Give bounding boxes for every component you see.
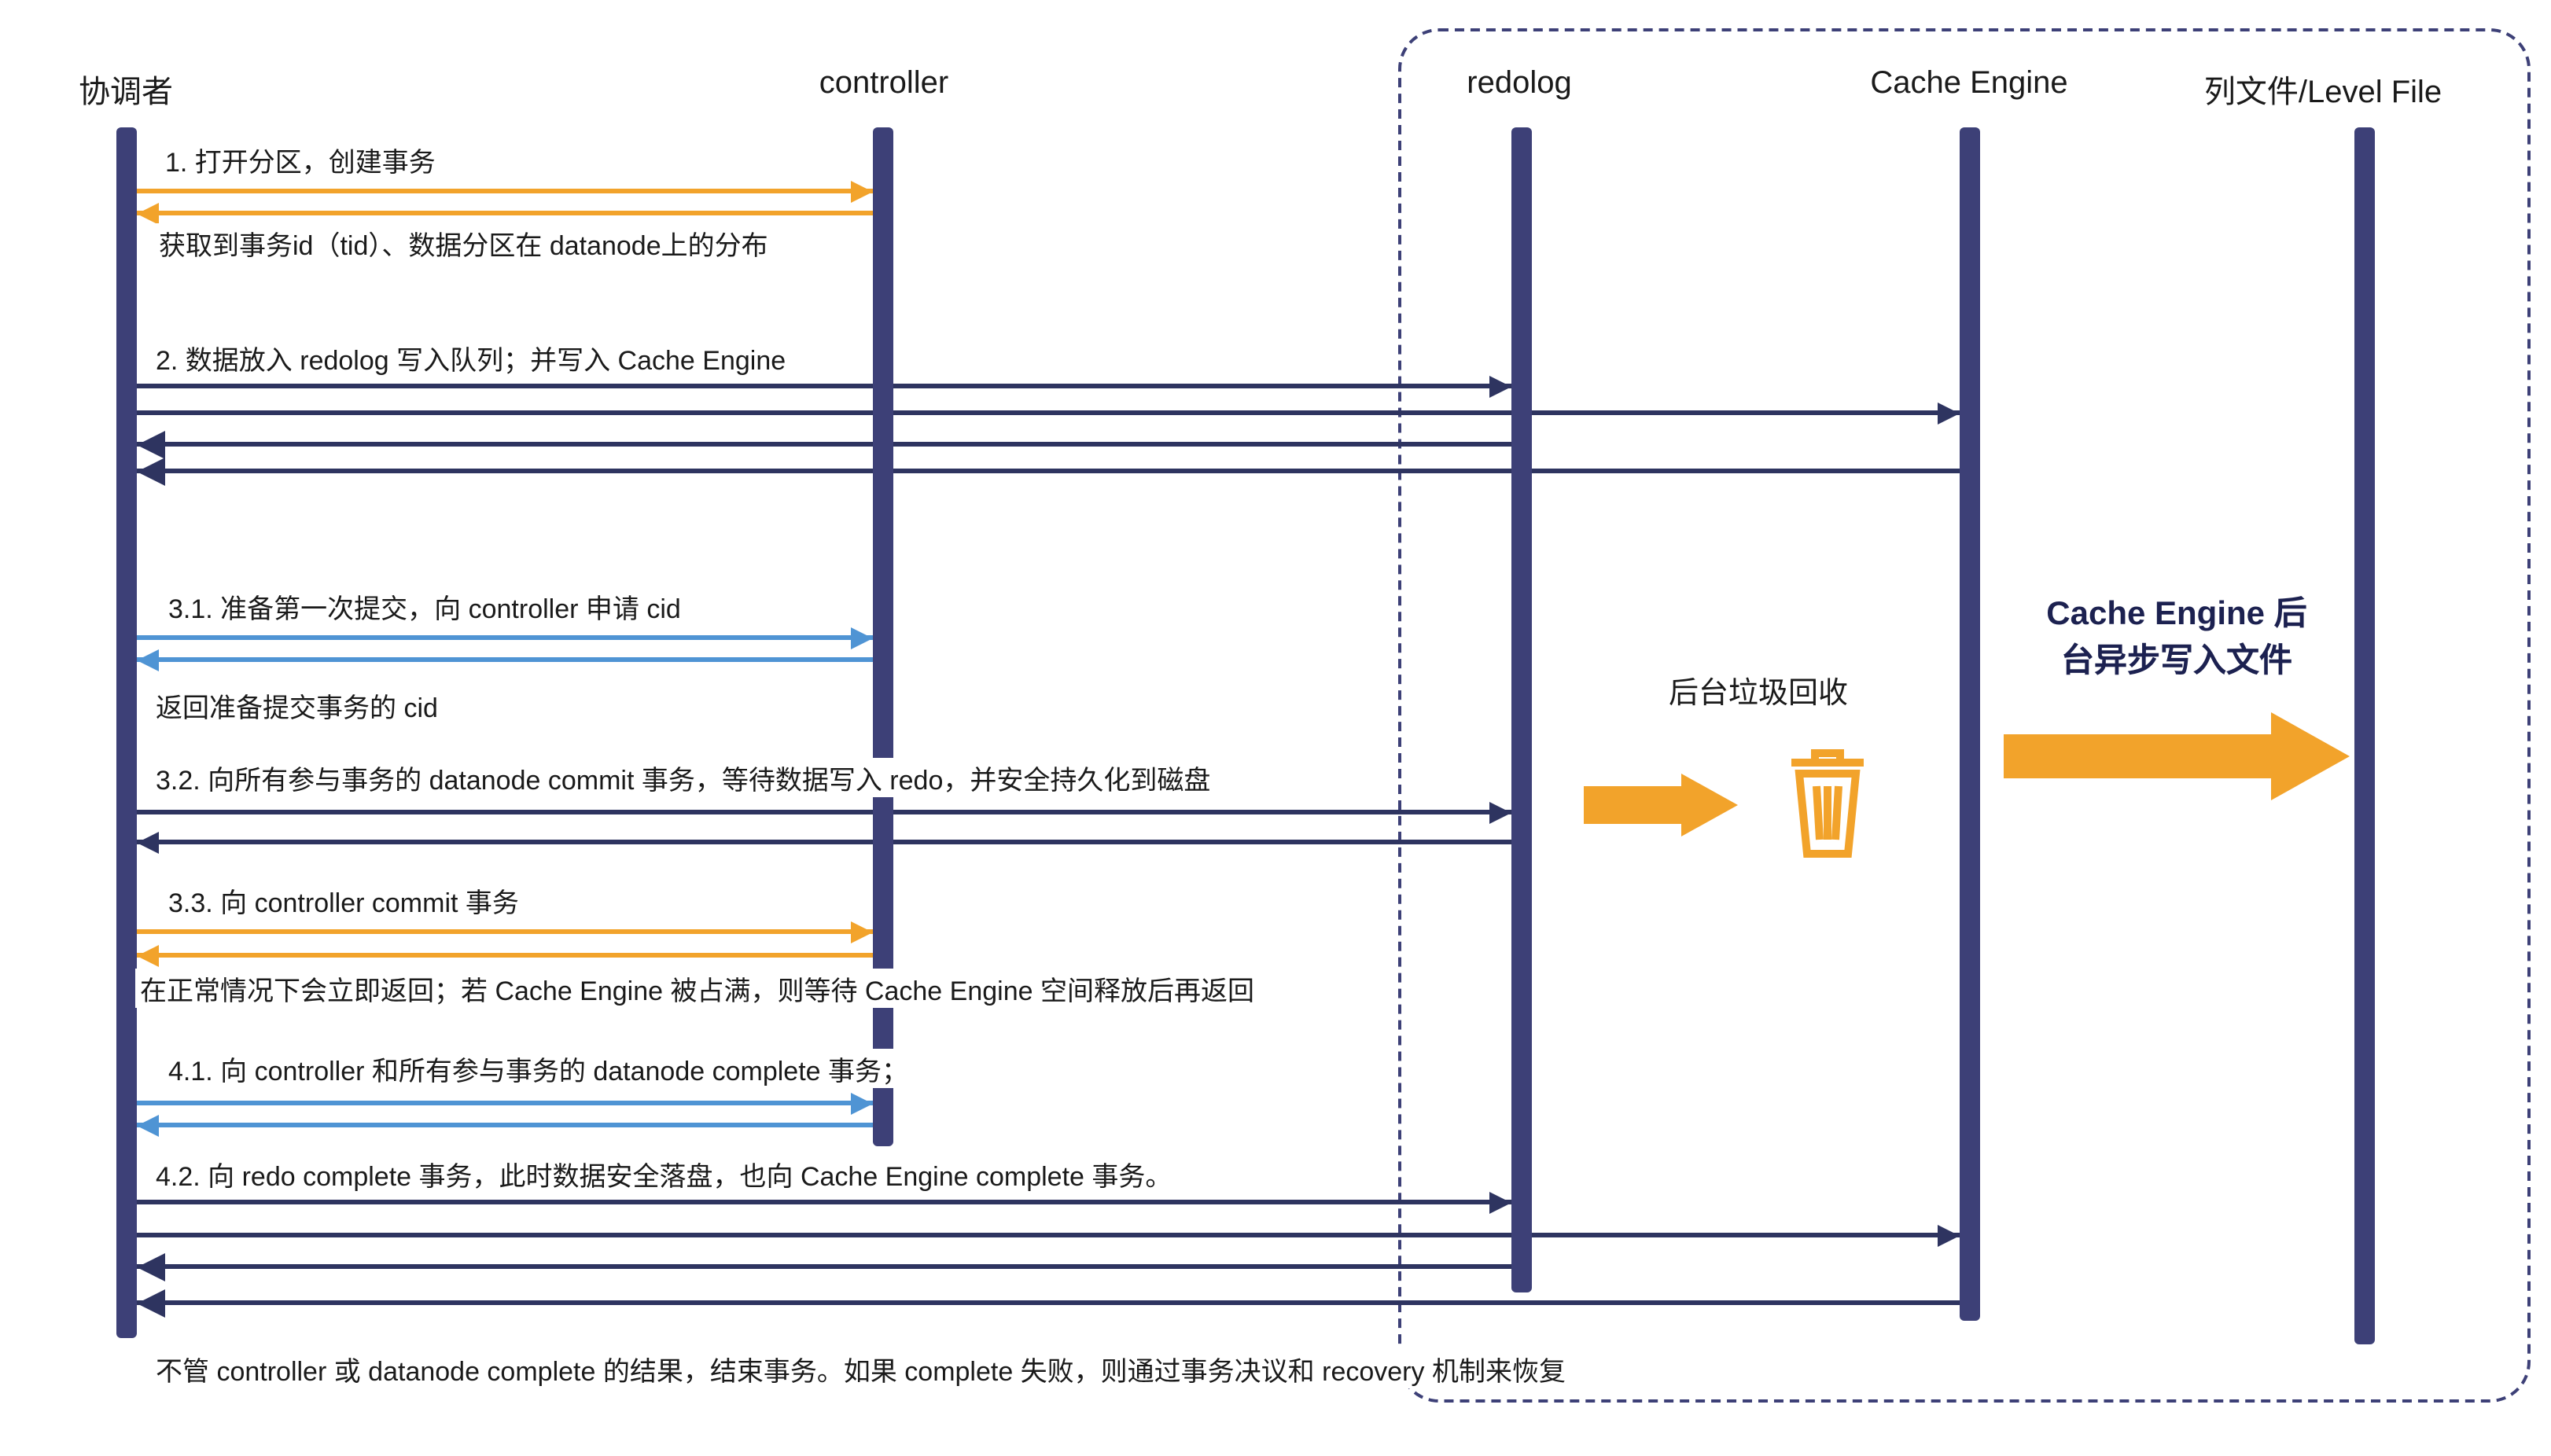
msg-arrow-4-1	[137, 1092, 873, 1114]
gc-label: 后台垃圾回收	[1668, 678, 1848, 711]
gc-flow-arrow-icon	[1584, 774, 1738, 836]
msg-arrow-2-return-cache	[137, 457, 1960, 485]
actor-label-controller: controller	[819, 66, 949, 101]
msg-arrow-4-2-return-redolog	[137, 1252, 1511, 1281]
msg-arrow-3-2-return	[137, 831, 1511, 853]
gc-flow-arrow-body	[1584, 786, 1681, 824]
msg-arrow-2-to-redolog	[137, 375, 1511, 397]
msg-arrow-3-3-return	[137, 944, 873, 966]
msg-arrow-3-1-return	[137, 649, 873, 671]
storage-group-box	[1398, 28, 2531, 1403]
msg-arrow-1-return	[137, 202, 873, 224]
async-write-arrow-body	[2004, 734, 2271, 778]
msg-label-3-3: 3.3. 向 controller commit 事务	[164, 881, 524, 920]
msg-label-4-1: 4.1. 向 controller 和所有参与事务的 datanode comp…	[164, 1049, 913, 1088]
msg-arrow-4-2-to-cache	[137, 1224, 1960, 1246]
async-write-label-line1: Cache Engine 后	[2046, 596, 2307, 632]
async-write-arrow-icon	[2004, 712, 2350, 800]
actor-label-level-file: 列文件/Level File	[2203, 75, 2442, 110]
actor-label-coordinator: 协调者	[79, 75, 173, 110]
msg-label-3-1-return: 返回准备提交事务的 cid	[151, 686, 443, 725]
msg-label-3-2: 3.2. 向所有参与事务的 datanode commit 事务，等待数据写入 …	[151, 758, 1216, 797]
msg-label-4-2: 4.2. 向 redo complete 事务，此时数据安全落盘，也向 Cach…	[151, 1154, 1177, 1193]
actor-label-cache-engine: Cache Engine	[1870, 66, 2068, 101]
msg-arrow-4-2-to-redolog	[137, 1191, 1511, 1213]
msg-label-2: 2. 数据放入 redolog 写入队列；并写入 Cache Engine	[151, 338, 791, 377]
final-note-label: 不管 controller 或 datanode complete 的结果，结束…	[151, 1349, 1570, 1388]
lifeline-coordinator	[116, 127, 137, 1338]
msg-label-1-return: 获取到事务id（tid）、数据分区在 datanode上的分布	[154, 223, 773, 263]
lifeline-cache-engine	[1960, 127, 1980, 1321]
msg-arrow-2-return-redolog	[137, 430, 1511, 458]
actor-label-redolog: redolog	[1467, 66, 1572, 101]
msg-arrow-3-2	[137, 801, 1511, 823]
trash-icon	[1791, 749, 1864, 858]
async-write-label: Cache Engine 后 台异步写入文件	[1997, 591, 2356, 686]
msg-arrow-3-3	[137, 921, 873, 943]
lifeline-redolog	[1511, 127, 1532, 1292]
msg-arrow-4-2-return-cache	[137, 1289, 1960, 1317]
msg-label-3-3-return: 在正常情况下会立即返回；若 Cache Engine 被占满，则等待 Cache…	[135, 969, 1259, 1008]
msg-arrow-1-open-partition	[137, 180, 873, 202]
msg-label-3-1: 3.1. 准备第一次提交，向 controller 申请 cid	[164, 586, 686, 626]
async-write-arrow-head	[2271, 712, 2350, 800]
async-write-label-line2: 台异步写入文件	[2061, 643, 2292, 679]
msg-arrow-4-1-return	[137, 1114, 873, 1136]
msg-arrow-2-to-cache	[137, 402, 1960, 424]
gc-flow-arrow-head	[1681, 774, 1738, 836]
msg-label-1: 1. 打开分区，创建事务	[160, 140, 440, 179]
lifeline-level-file	[2354, 127, 2375, 1344]
msg-arrow-3-1	[137, 627, 873, 649]
